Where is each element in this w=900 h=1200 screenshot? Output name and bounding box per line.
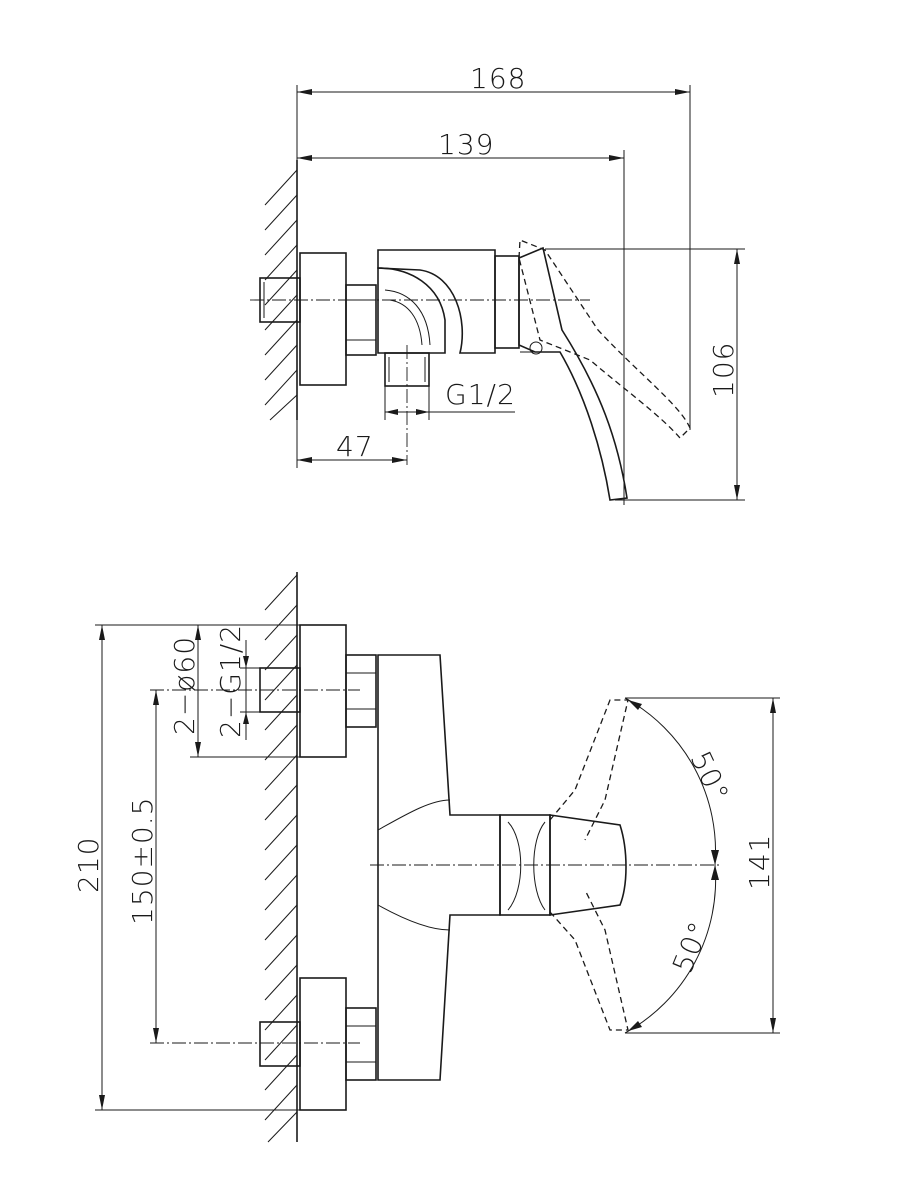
side-cartridge-collar — [494, 255, 520, 349]
dim-label-210: 210 — [72, 837, 105, 893]
side-view: 168 139 106 G1/2 47 — [250, 62, 745, 505]
front-lower-flange — [299, 977, 347, 1111]
front-wall-hatch — [264, 574, 298, 1143]
dim-label-139: 139 — [438, 128, 494, 161]
dim-label-thread: 2−G1/2 — [214, 624, 247, 738]
front-handle-down-position — [549, 889, 629, 1031]
side-lever-open-position — [518, 239, 691, 439]
side-hex-nut — [345, 284, 377, 356]
side-body-lower — [377, 267, 446, 354]
front-lower-nut — [345, 1007, 377, 1081]
dim-label-flange: 2−ø60 — [168, 636, 201, 735]
dim-label-168: 168 — [470, 62, 526, 95]
side-flange — [299, 252, 347, 386]
side-lever[interactable] — [518, 246, 628, 501]
angle-arc-lower — [624, 864, 717, 1034]
dim-label-47: 47 — [336, 430, 374, 463]
side-body — [377, 249, 496, 354]
angle-arc-upper — [624, 697, 717, 866]
angle-label-lower: 50° — [666, 916, 716, 977]
side-wall-hatch — [264, 169, 298, 421]
front-handle[interactable] — [549, 814, 627, 916]
front-upper-flange — [299, 624, 347, 758]
angle-label-upper: 50° — [684, 746, 736, 808]
front-handle-up-position — [549, 699, 629, 841]
front-body — [377, 654, 501, 1081]
front-upper-nut — [345, 654, 377, 728]
dim-label-150: 150±0.5 — [126, 797, 159, 925]
dim-label-106: 106 — [707, 342, 740, 398]
dim-label-g12: G1/2 — [445, 378, 516, 411]
dim-label-141: 141 — [743, 834, 776, 890]
front-view: 50° 50° 210 150±0.5 2−ø60 2−G1/2 — [72, 572, 780, 1143]
